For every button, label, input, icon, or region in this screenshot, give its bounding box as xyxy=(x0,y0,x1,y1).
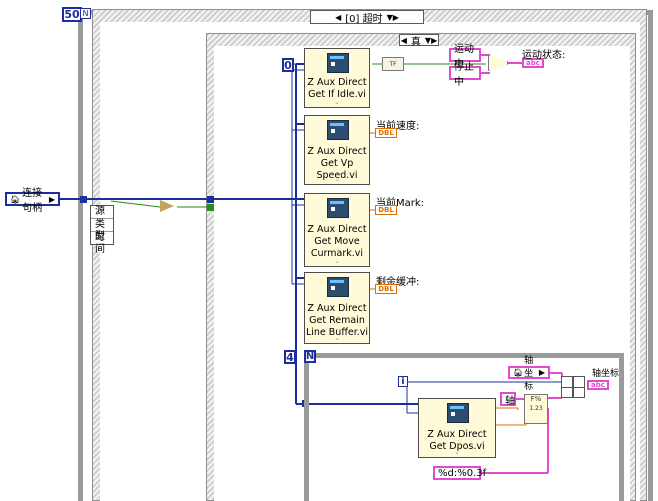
vi-get-vp-speed[interactable]: Z Aux Direct Get Vp Speed.vi ⌄ xyxy=(304,115,370,185)
vi-get-dpos-icon xyxy=(447,403,469,423)
loop-count-four-constant[interactable]: 4 xyxy=(284,350,296,364)
build-array-function[interactable] xyxy=(561,376,573,398)
selector-dropdown-icon[interactable]: ▼▶ xyxy=(386,12,399,22)
vi-get-move-curmark[interactable]: Z Aux Direct Get Move Curmark.vi ⌄ xyxy=(304,193,370,267)
build-array-top-icon xyxy=(562,377,572,388)
local-ref-icon: 🏠︎ xyxy=(513,368,524,377)
bool-to-string-function[interactable]: TF xyxy=(382,57,404,71)
vi-get-if-idle[interactable]: Z Aux Direct Get If Idle.vi ⌄ xyxy=(304,48,370,108)
outer-case-selector-label: [0] 超时 xyxy=(345,13,383,25)
motion-state-indicator[interactable]: abc xyxy=(522,58,544,68)
vi-get-if-idle-label: Z Aux Direct Get If Idle.vi xyxy=(307,77,367,100)
handle-terminal-icon: ▶ xyxy=(48,194,55,204)
remaining-buffer-indicator[interactable]: DBL xyxy=(375,284,397,294)
connection-handle-control[interactable]: 🏠︎ 连接句柄 ▶ xyxy=(5,188,60,214)
vi-get-remain-line-buffer-label: Z Aux Direct Get Remain Line Buffer.vi xyxy=(305,303,369,338)
current-speed-indicator[interactable]: DBL xyxy=(375,128,397,138)
vi-get-remain-line-buffer[interactable]: Z Aux Direct Get Remain Line Buffer.vi ⌄ xyxy=(304,272,370,344)
inner-selector-dropdown-icon[interactable]: ▼▶ xyxy=(424,35,438,45)
current-speed-label: 当前速度: xyxy=(376,121,420,132)
remaining-buffer-label: 剩余缓冲: xyxy=(376,277,420,288)
format-icon: F% xyxy=(530,395,542,403)
axis-coord-indicator[interactable]: abc xyxy=(587,380,609,390)
unbundle-type: 类型 xyxy=(91,219,113,242)
current-mark-indicator[interactable]: DBL xyxy=(375,205,397,215)
inner-case-selector[interactable]: ◀ 真 ▼▶ xyxy=(399,34,439,48)
motion-state-label: 运动状态: xyxy=(522,50,566,61)
vi-get-move-curmark-label: Z Aux Direct Get Move Curmark.vi xyxy=(307,224,367,259)
inner-selector-prev-icon[interactable]: ◀ xyxy=(400,35,407,45)
connection-handle-label: 连接句柄 xyxy=(22,188,43,214)
vi-get-vp-speed-label: Z Aux Direct Get Vp Speed.vi xyxy=(307,146,367,181)
concatenate-array-function[interactable] xyxy=(573,376,585,398)
not-valid-refnum-function[interactable] xyxy=(160,200,174,212)
current-mark-label: 当前Mark: xyxy=(376,198,425,209)
vi-get-dpos[interactable]: Z Aux Direct Get Dpos.vi ⌄ xyxy=(418,398,496,458)
format-into-string-function[interactable]: F% 1.23 xyxy=(524,394,548,424)
concat-top-icon xyxy=(574,377,584,388)
local-terminal-icon: ▶ xyxy=(538,368,545,377)
vi-get-move-curmark-icon xyxy=(327,198,349,218)
event-data-unbundle[interactable]: 源 类型 时间 xyxy=(90,205,114,255)
vi-get-remain-line-buffer-icon xyxy=(327,277,349,297)
vi-expand-icon: ⌄ xyxy=(334,98,340,106)
unbundle-source: 源 xyxy=(91,206,113,219)
axis-coord-local-variable[interactable]: 🏠︎ 轴坐标 ▶ xyxy=(508,356,550,392)
vi-get-vp-speed-icon xyxy=(327,120,349,140)
vi-expand-icon: ⌄ xyxy=(334,257,340,265)
inner-case-selector-label: 真 xyxy=(410,36,421,48)
stopped-string-constant[interactable]: 停止中 xyxy=(449,62,481,88)
for-loop-iteration-terminal[interactable]: i xyxy=(398,376,408,387)
for-loop-count-terminal[interactable]: N xyxy=(304,350,316,363)
unbundle-time: 时间 xyxy=(95,232,105,255)
format-string-constant[interactable]: %d:%0.3f xyxy=(433,466,486,480)
vi-get-if-idle-icon xyxy=(327,53,349,73)
axis-coord-label: 轴坐标 xyxy=(592,369,620,379)
selector-prev-icon[interactable]: ◀ xyxy=(335,12,342,22)
vi-expand-icon: ⌄ xyxy=(334,175,340,183)
axis-zero-constant[interactable]: 0 xyxy=(282,58,294,72)
format-sub-icon: 1.23 xyxy=(529,405,543,412)
vi-expand-icon: ⌄ xyxy=(334,334,340,342)
for-loop[interactable] xyxy=(304,353,624,501)
vi-expand-icon: ⌄ xyxy=(454,448,460,456)
handle-ref-icon: 🏠︎ xyxy=(10,194,21,204)
vi-get-dpos-label: Z Aux Direct Get Dpos.vi xyxy=(427,429,487,452)
axis-name-constant[interactable]: 轴 xyxy=(500,392,516,407)
outer-case-selector[interactable]: ◀ [0] 超时 ▼▶ xyxy=(310,10,424,25)
stop-terminal-icon[interactable]: N xyxy=(80,8,91,19)
